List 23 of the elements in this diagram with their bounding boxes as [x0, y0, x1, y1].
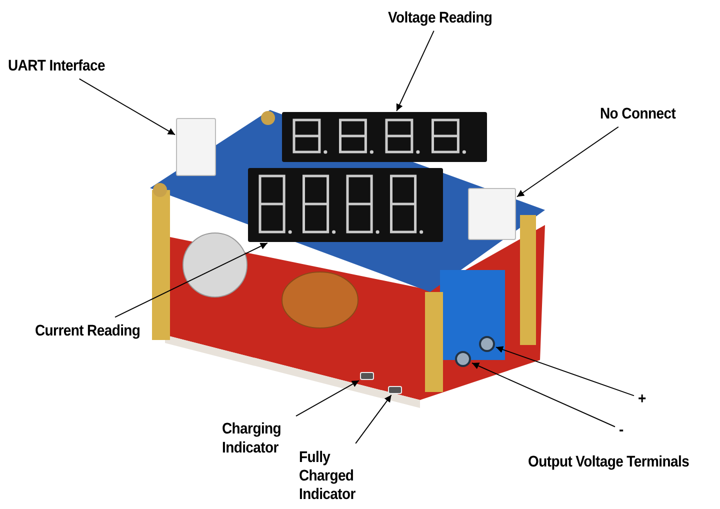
- group-label: Output Voltage Terminals: [528, 452, 690, 471]
- leader-line: [472, 362, 616, 428]
- callout-label: +: [638, 389, 646, 408]
- seven-segment-display: [248, 168, 443, 242]
- leader-line: [296, 380, 360, 417]
- callout-label: -: [619, 420, 624, 439]
- smd-led: [360, 372, 374, 380]
- leader-line: [355, 394, 392, 444]
- leader-line: [496, 346, 634, 396]
- smd-led: [388, 386, 402, 394]
- pin-header-connector: [176, 118, 216, 176]
- callout-label: Voltage Reading: [388, 8, 492, 27]
- pin-header-connector: [468, 188, 516, 240]
- leader-line: [78, 78, 176, 136]
- leader-line: [396, 30, 434, 112]
- callout-label: UART Interface: [8, 56, 105, 75]
- leader-line: [516, 126, 619, 198]
- callout-label: Fully Charged Indicator: [299, 447, 365, 504]
- callout-label: Charging Indicator: [222, 419, 292, 457]
- seven-segment-display: [282, 112, 487, 162]
- leader-line: [114, 242, 268, 318]
- callout-label: Current Reading: [35, 321, 140, 340]
- callout-label: No Connect: [600, 104, 676, 123]
